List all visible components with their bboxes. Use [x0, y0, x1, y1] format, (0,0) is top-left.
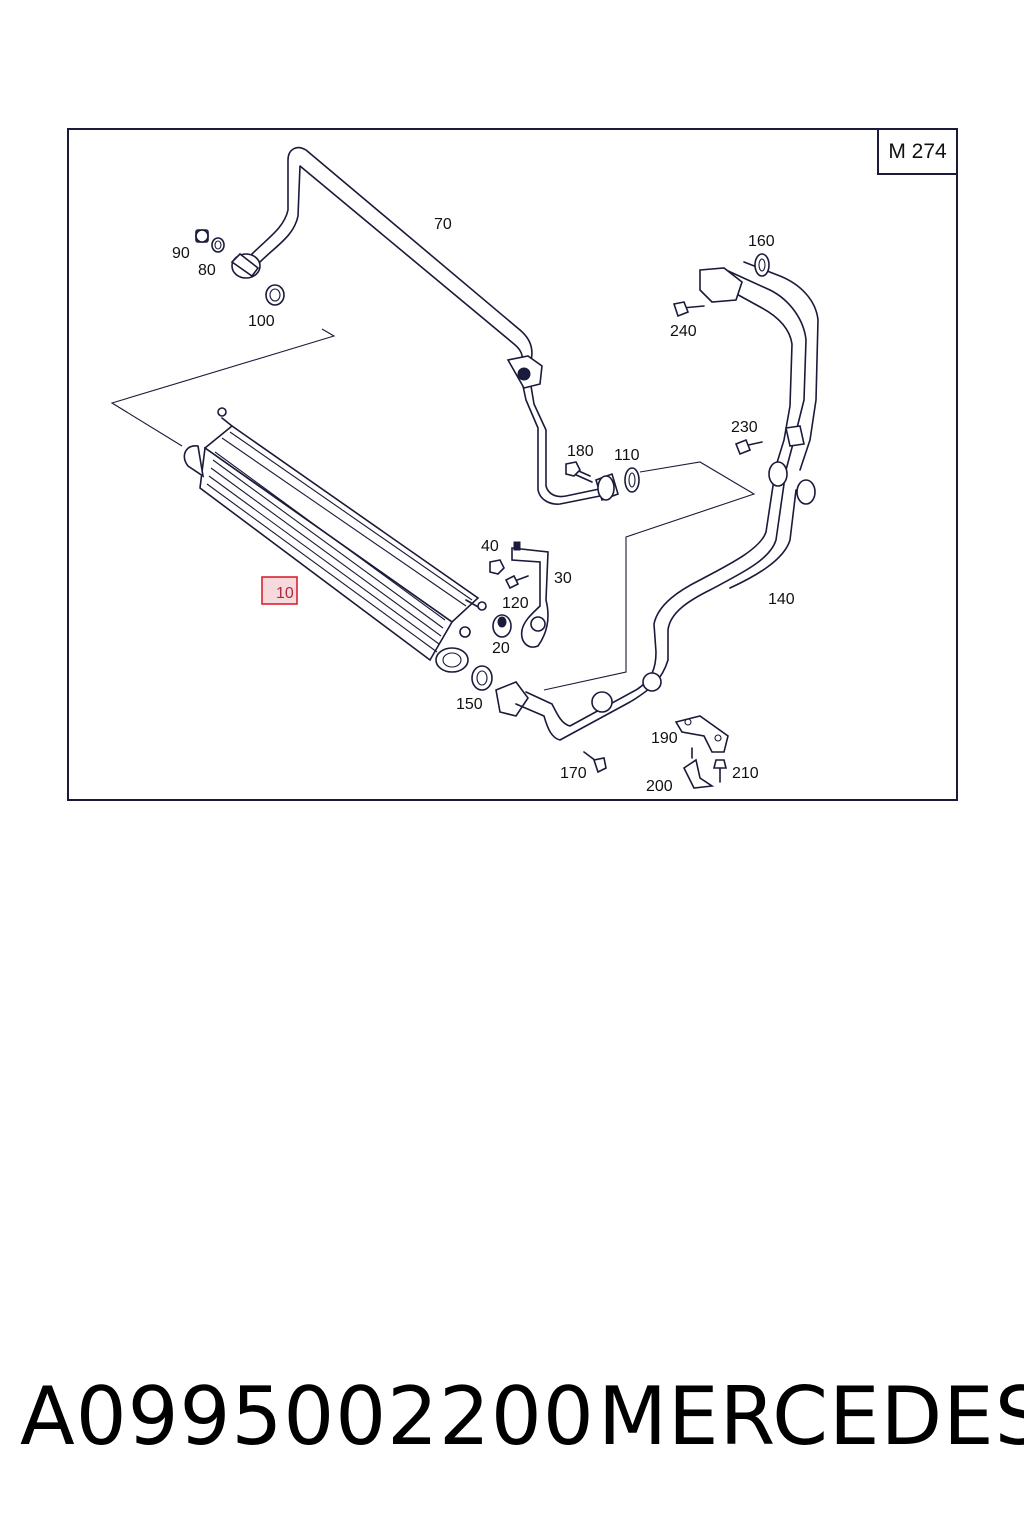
bolt-180 — [565, 461, 593, 483]
model-label: M 274 — [877, 128, 958, 175]
part-label-210: 210 — [732, 765, 759, 782]
clamp-190 — [674, 715, 729, 753]
part-label-190: 190 — [651, 730, 678, 747]
part-label-80: 80 — [198, 262, 216, 279]
bolt-240 — [672, 301, 705, 318]
bolt-230 — [734, 438, 763, 456]
seal-ring-160 — [754, 253, 770, 277]
part-label-230: 230 — [731, 419, 758, 436]
bolt-120 — [504, 574, 529, 590]
bolt-210 — [712, 759, 728, 783]
brand-name: MERCEDES — [598, 1370, 1024, 1463]
pipe-70 — [230, 146, 619, 505]
part-label-160: 160 — [748, 233, 775, 250]
part-label-180: 180 — [567, 443, 594, 460]
part-label-150: 150 — [456, 696, 483, 713]
bolt-40 — [489, 559, 505, 575]
part-label-200: 200 — [646, 778, 673, 795]
part-label-240: 240 — [670, 323, 697, 340]
leader-line-140 — [543, 461, 756, 691]
part-label-90: 90 — [172, 245, 190, 262]
part-label-100: 100 — [248, 313, 275, 330]
part-label-70: 70 — [434, 216, 452, 233]
highlight-box-10 — [261, 576, 298, 605]
oil-cooler — [183, 407, 487, 673]
parts-diagram: 10 70 90 80 100 160 240 230 180 110 40 3… — [110, 146, 819, 795]
bolt-170 — [583, 751, 607, 774]
part-label-110: 110 — [614, 447, 640, 464]
part-number: A0995002200 — [20, 1370, 595, 1463]
pipe-140 — [495, 261, 819, 741]
part-label-40: 40 — [481, 538, 499, 555]
part-label-10: 10 — [276, 585, 294, 602]
seal-ring-100 — [265, 284, 285, 306]
seal-ring-110 — [624, 467, 640, 493]
bracket-30 — [511, 541, 549, 648]
part-label-140: 140 — [768, 591, 795, 608]
bracket-200 — [682, 747, 715, 789]
fitting-90-80 — [195, 229, 225, 253]
leader-line-100 — [110, 328, 336, 447]
rubber-mount-20 — [492, 614, 512, 638]
part-label-20: 20 — [492, 640, 510, 657]
part-label-170: 170 — [560, 765, 587, 782]
seal-ring-150 — [471, 665, 493, 691]
part-label-30: 30 — [554, 570, 572, 587]
footer: A0995002200 MERCEDES — [0, 1370, 1024, 1470]
part-label-120: 120 — [502, 595, 529, 612]
